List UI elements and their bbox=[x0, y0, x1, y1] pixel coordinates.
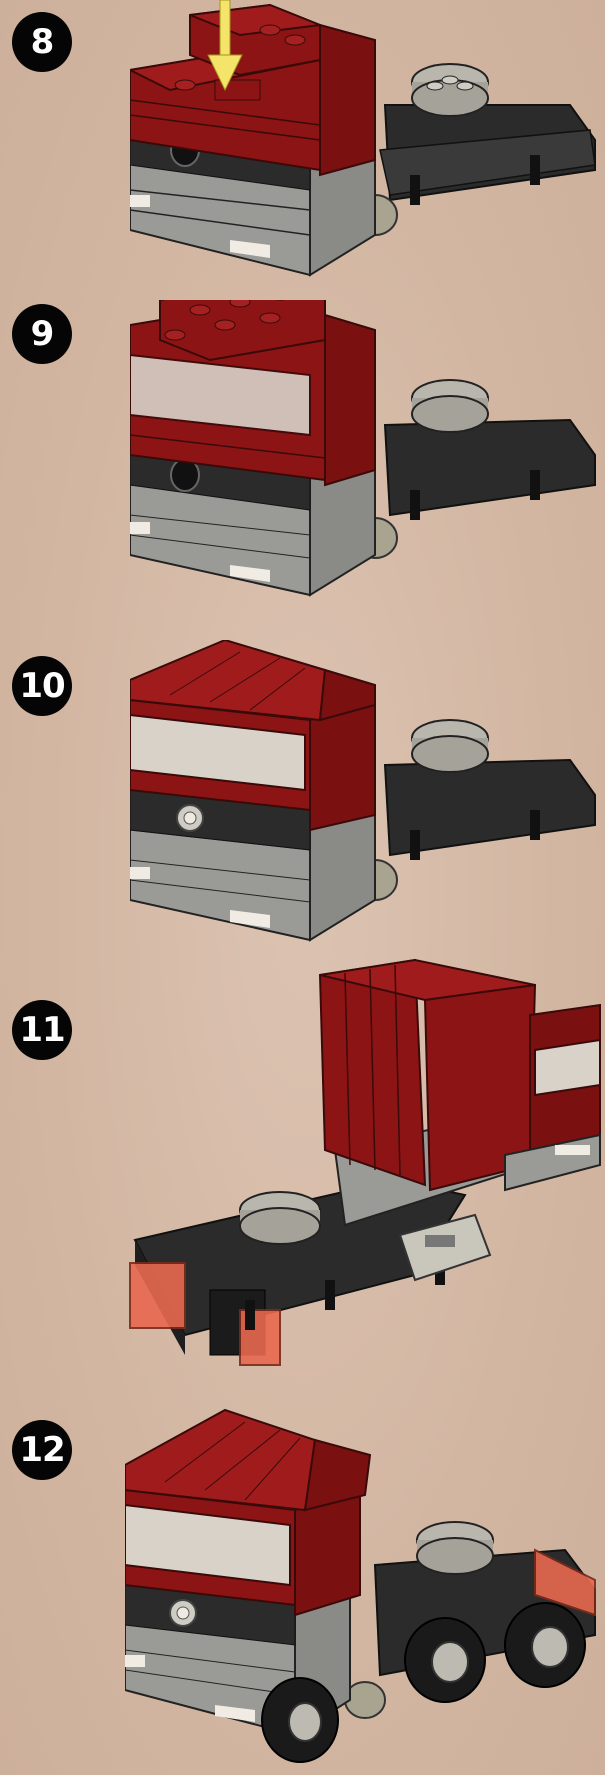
step-number: 8 bbox=[31, 22, 54, 62]
step-number-badge: 12 bbox=[12, 1420, 72, 1480]
step-12-model bbox=[125, 1400, 605, 1770]
step-9-illustration bbox=[130, 300, 600, 630]
step-number-badge: 9 bbox=[12, 304, 72, 364]
step-10-model bbox=[130, 640, 600, 980]
step-number: 12 bbox=[19, 1430, 64, 1470]
step-11-model bbox=[125, 955, 605, 1385]
step-number-badge: 10 bbox=[12, 656, 72, 716]
step-12-illustration bbox=[125, 1400, 605, 1770]
step-number-badge: 8 bbox=[12, 12, 72, 72]
step-number: 9 bbox=[31, 314, 54, 354]
step-number: 11 bbox=[19, 1010, 64, 1050]
step-9-model bbox=[130, 300, 600, 630]
step-11-illustration bbox=[125, 955, 605, 1385]
step-number-badge: 11 bbox=[12, 1000, 72, 1060]
step-10-illustration bbox=[130, 640, 600, 980]
step-8-model bbox=[130, 0, 600, 290]
step-8-illustration bbox=[130, 0, 600, 290]
step-number: 10 bbox=[19, 666, 64, 706]
